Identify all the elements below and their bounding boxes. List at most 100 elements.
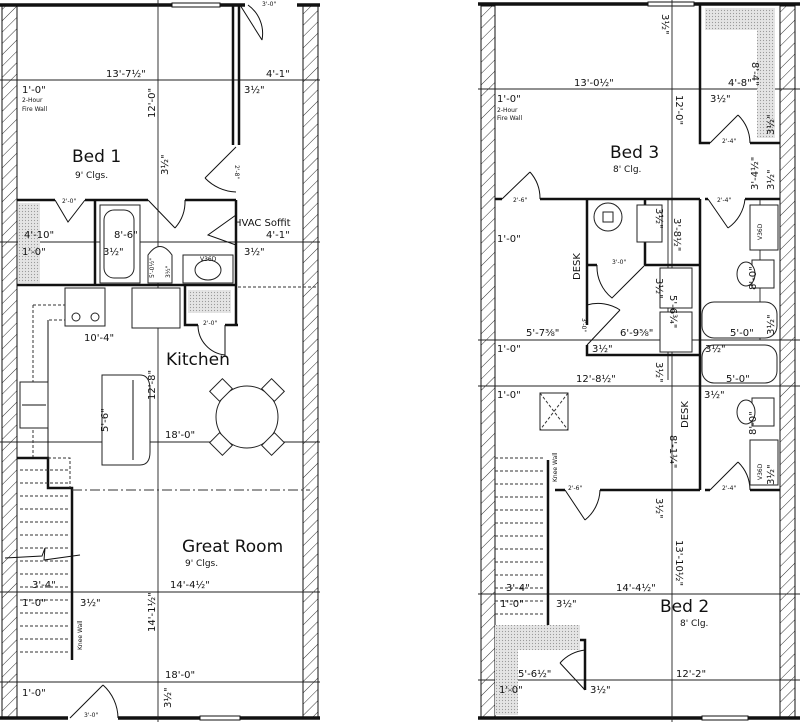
dimension: 3'-0" xyxy=(580,318,587,332)
dining-table xyxy=(208,377,286,457)
room-name-bed-2: Bed 2 xyxy=(660,597,709,617)
window xyxy=(647,1,695,7)
closet-shelves xyxy=(495,8,775,715)
ceiling-height: 9' Clgs. xyxy=(185,559,218,569)
toilet xyxy=(147,246,173,284)
dimension: 4'-8" xyxy=(728,78,752,89)
dimension: 1'-0" xyxy=(22,598,46,609)
fire-wall-label: Fire Wall xyxy=(22,106,48,113)
dimension: 5'-7⅜" xyxy=(526,328,559,339)
washer xyxy=(636,204,663,243)
window xyxy=(701,715,749,721)
dimension: 3½" xyxy=(103,246,124,258)
window xyxy=(199,715,241,721)
dryer xyxy=(659,267,693,309)
refrigerator xyxy=(131,287,181,329)
knee-wall-label: Knee Wall xyxy=(77,620,84,650)
dimension: 3½" xyxy=(765,464,777,485)
room-name-kitchen: Kitchen xyxy=(166,350,230,370)
window xyxy=(171,2,221,8)
dimension: 4'-10" xyxy=(24,230,54,241)
sink xyxy=(194,259,222,281)
dimension: 13'-0½" xyxy=(574,77,614,89)
dimension-labels: 3½" 13'-0½" 4'-8" 8'-4" 1'-0" 12'-0" 3½"… xyxy=(497,14,777,696)
dimension: 12'-8½" xyxy=(576,373,616,385)
dimension: 3½" xyxy=(710,93,731,105)
dimension: 2'-8" xyxy=(233,165,240,179)
dimension: 3½" xyxy=(659,14,671,35)
dimension: 4'-1" xyxy=(266,69,290,80)
dimension: 12'-2" xyxy=(676,669,706,680)
dimension: 5'-0" xyxy=(726,374,750,385)
fire-wall-label: 2-Hour xyxy=(497,107,518,114)
desk-label: DESK xyxy=(572,253,583,280)
dimension: 10'-4" xyxy=(84,333,114,344)
dimension: 2'-4" xyxy=(717,197,731,204)
dimension: 13'-10½" xyxy=(673,540,685,586)
dimension: 1'-0" xyxy=(22,85,46,96)
dimension: 3½" xyxy=(653,362,665,383)
dimension: 3½" xyxy=(765,314,777,335)
dimension: 3½" xyxy=(165,265,172,278)
range xyxy=(64,287,106,327)
dimension: 14'-4½" xyxy=(616,582,656,594)
dimension: 5'-6" xyxy=(100,408,111,432)
dimension: 3½" xyxy=(705,343,726,355)
dimension: 1'-0" xyxy=(22,247,46,258)
dimension: 1'-0" xyxy=(497,94,521,105)
dimension: 2'-4" xyxy=(722,138,736,145)
exterior-walls xyxy=(0,2,320,721)
dimension: 3½" xyxy=(704,389,725,401)
dimension: 5'-6¾" xyxy=(667,295,678,328)
kitchen-fixtures xyxy=(19,287,286,466)
dimension: 13'-7½" xyxy=(106,68,146,80)
room-name-great-room: Great Room xyxy=(182,537,283,557)
dimension: 8'-0" xyxy=(748,411,759,435)
vanity-label: V36D xyxy=(757,223,764,240)
island xyxy=(101,374,151,466)
dimension: 1'-0" xyxy=(497,344,521,355)
dimension: 1'-0" xyxy=(22,688,46,699)
dimension: 2'-0" xyxy=(203,320,217,327)
dimension: 3'-0" xyxy=(262,1,276,8)
dimension: 3'-8½" xyxy=(671,218,683,251)
dimension: 2'-4" xyxy=(722,485,736,492)
exterior-walls xyxy=(478,1,800,721)
ceiling-height: 9' Clgs. xyxy=(75,171,108,181)
dimension: 3½" xyxy=(653,208,665,229)
dimension: 3½" xyxy=(590,684,611,696)
dimension: 3'-4" xyxy=(506,583,530,594)
dimension: 3'-0" xyxy=(84,712,98,719)
dimension: 14'-1½" xyxy=(146,592,158,632)
dimension: 3'-4½" xyxy=(749,157,761,190)
dimension: 3½" xyxy=(80,597,101,609)
dimension: 4'-1" xyxy=(266,230,290,241)
room-name-bed-3: Bed 3 xyxy=(610,143,659,163)
bathtub xyxy=(701,344,778,384)
desk-label: DESK xyxy=(680,401,691,428)
dimension: 8'-0" xyxy=(748,266,759,290)
bathroom-fixtures: V36D xyxy=(18,203,234,313)
dimension: 3½" xyxy=(653,498,665,519)
dimension: 3½" xyxy=(159,154,171,175)
skylight xyxy=(539,392,569,431)
bathtub xyxy=(701,301,778,339)
dimension: 12'-0" xyxy=(147,88,158,118)
dimension: 2'-6" xyxy=(568,485,582,492)
dimension: 18'-0" xyxy=(165,430,195,441)
dimension: 2'-6" xyxy=(513,197,527,204)
dimension: 1'-0" xyxy=(497,390,521,401)
front-door xyxy=(69,684,119,719)
dimension: 5'-0" xyxy=(730,328,754,339)
fire-wall-label: Fire Wall xyxy=(497,115,523,122)
laundry-sink xyxy=(659,311,693,353)
interior-walls xyxy=(17,4,318,356)
first-floor-plan: V36D xyxy=(0,0,320,722)
dimension: 1'-0" xyxy=(497,234,521,245)
closet-shelf xyxy=(18,203,40,283)
dimension: 2'-0" xyxy=(62,198,76,205)
bathroom-fixtures: V36D V36D xyxy=(593,202,779,486)
dimension: 8'-4" xyxy=(749,62,760,86)
dimension: 3'-4" xyxy=(32,580,56,591)
